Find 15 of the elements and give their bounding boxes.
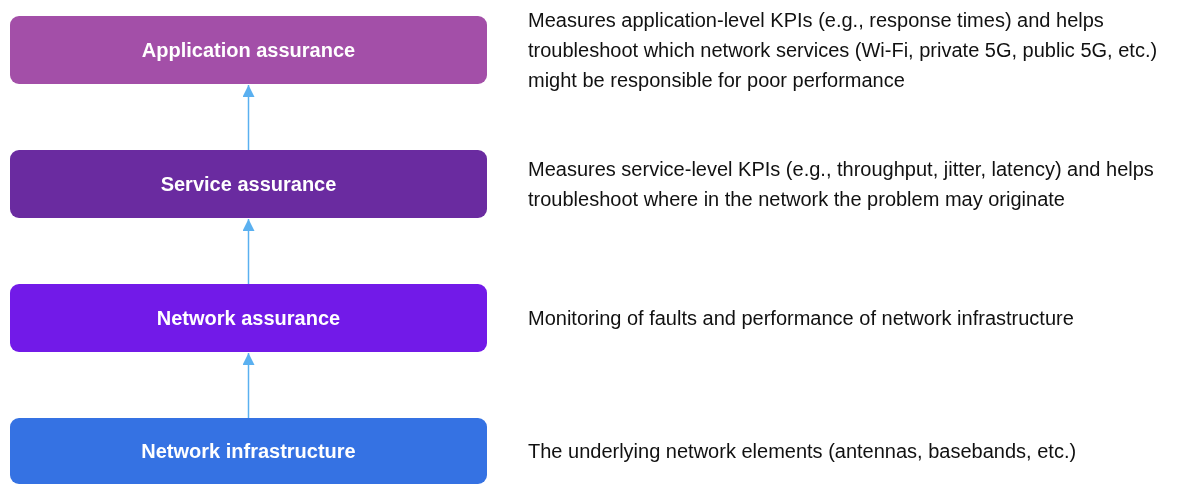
layer-label: Network assurance [156,306,341,330]
arrow [242,352,255,419]
description-text: The underlying network elements (antennas, basebands, etc.) [528,439,1077,464]
layer-box [10,16,487,84]
description-text: Measures service-level KPIs (e.g., throughput, jitter, latency) and helps troubleshoot where in the network the problem may originate [528,157,1155,212]
arrow [242,218,255,285]
layer-label: Application assurance [141,38,356,62]
layer-label: Service assurance [160,172,337,196]
arrow [242,84,255,151]
layer-box [10,418,487,484]
description-text: Measures application-level KPIs (e.g., response times) and helps troubleshoot which network services (Wi-Fi, private 5G, public 5G, etc.) might be responsible for poor performance [528,8,1159,93]
layer-box [10,284,487,352]
layer-box [10,150,487,218]
layer-label: Network infrastructure [141,439,356,463]
description-text: Monitoring of faults and performance of network infrastructure [528,306,1074,331]
